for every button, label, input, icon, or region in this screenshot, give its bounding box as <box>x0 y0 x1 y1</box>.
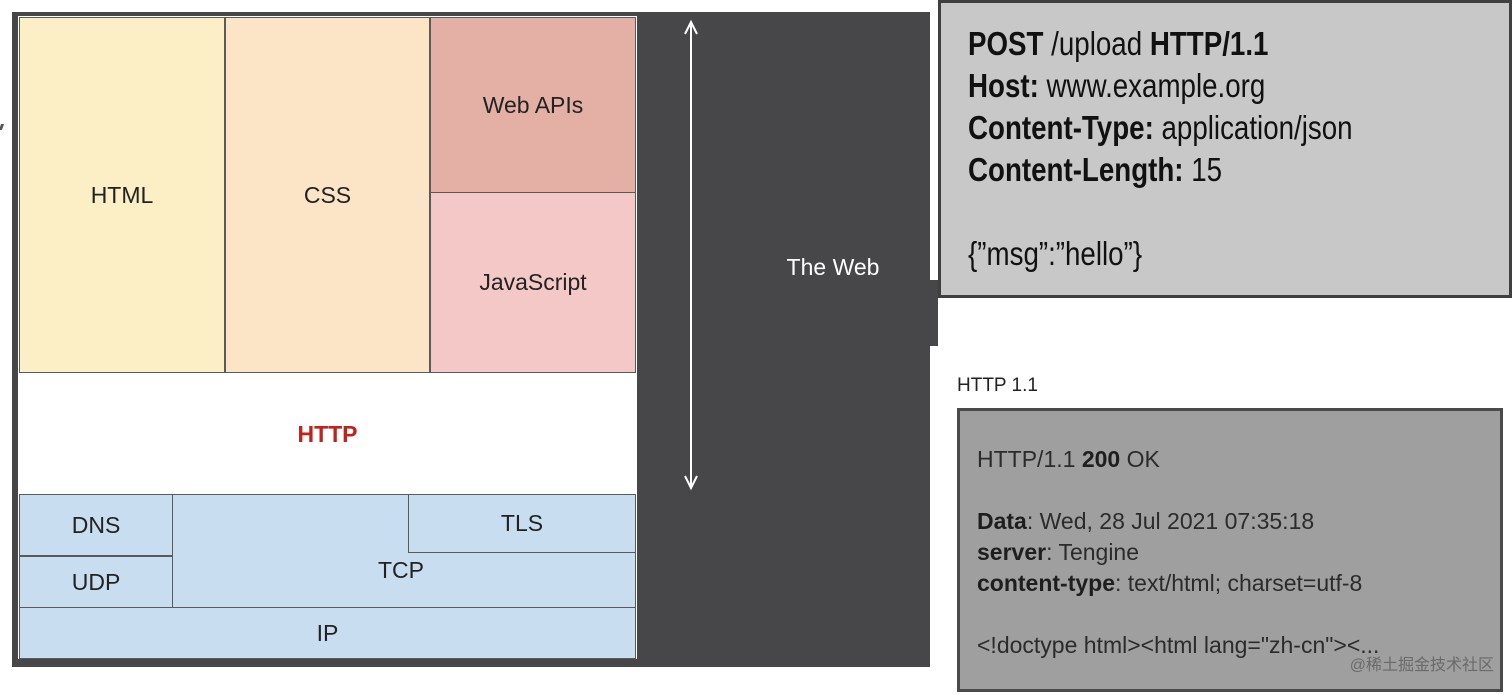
watermark: @稀土掘金技术社区 <box>1349 657 1494 674</box>
layer-ip: IP <box>19 607 636 659</box>
request-header-content-length: Content-Length: 15 <box>968 149 1422 191</box>
header-key: Content-Type: <box>968 109 1154 146</box>
header-key: content-type <box>977 570 1115 596</box>
spacer <box>977 599 1500 630</box>
double-arrow-icon <box>684 19 698 491</box>
header-value: 15 <box>1183 151 1223 188</box>
request-body: {”msg”:”hello”} <box>968 235 1143 272</box>
response-body: <!doctype html><html lang="zh-cn"><... <box>977 632 1380 658</box>
header-key: Content-Length: <box>968 151 1184 188</box>
edge-mark <box>0 124 5 130</box>
request-method: POST <box>968 25 1044 62</box>
layer-dns: DNS <box>19 494 173 556</box>
status-code: 200 <box>1081 446 1121 472</box>
status-version: HTTP/1.1 <box>977 446 1082 472</box>
request-path: /upload <box>1043 25 1150 62</box>
header-key: Host: <box>968 67 1039 104</box>
header-value: application/json <box>1153 109 1353 146</box>
status-text: OK <box>1120 446 1160 472</box>
layer-web-apis: Web APIs <box>430 17 636 193</box>
response-header-data: Data: Wed, 28 Jul 2021 07:35:18 <box>977 506 1500 537</box>
header-value: : Tengine <box>1046 539 1140 565</box>
request-header-host: Host: www.example.org <box>968 65 1422 107</box>
header-value: www.example.org <box>1038 67 1266 104</box>
layer-css: CSS <box>225 17 430 373</box>
header-value: : Wed, 28 Jul 2021 07:35:18 <box>1026 508 1315 534</box>
web-connector <box>920 280 938 346</box>
layer-javascript: JavaScript <box>430 192 636 373</box>
http-request-panel: POST /upload HTTP/1.1 Host: www.example.… <box>938 0 1512 298</box>
spacer <box>977 475 1500 506</box>
layer-tls: TLS <box>408 494 636 553</box>
response-label: HTTP 1.1 <box>957 375 1038 396</box>
header-key: server <box>977 539 1047 565</box>
layer-html: HTML <box>19 17 225 373</box>
request-line: POST /upload HTTP/1.1 <box>968 23 1422 65</box>
header-value: : text/html; charset=utf-8 <box>1115 570 1363 596</box>
response-header-content-type: content-type: text/html; charset=utf-8 <box>977 568 1500 599</box>
http-response-panel: HTTP/1.1 200 OK Data: Wed, 28 Jul 2021 0… <box>957 408 1503 692</box>
layer-udp: UDP <box>19 556 173 608</box>
layer-http: HTTP <box>19 373 636 495</box>
request-version: HTTP/1.1 <box>1149 25 1269 62</box>
request-header-content-type: Content-Type: application/json <box>968 107 1422 149</box>
web-label: The Web <box>786 253 880 280</box>
header-key: Data <box>977 508 1027 534</box>
status-line: HTTP/1.1 200 OK <box>977 444 1500 475</box>
response-header-server: server: Tengine <box>977 537 1500 568</box>
